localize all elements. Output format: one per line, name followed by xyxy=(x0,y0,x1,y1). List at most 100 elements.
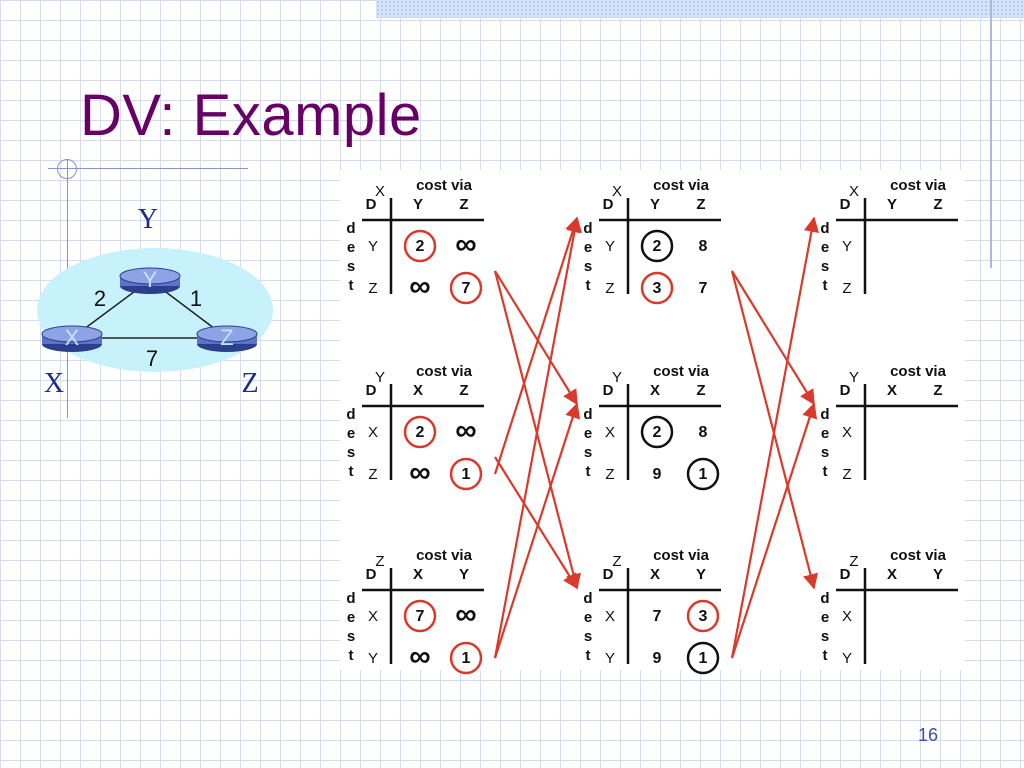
via-column-label: X xyxy=(650,566,660,583)
value-circle xyxy=(449,457,483,491)
slide-title: DV: Example xyxy=(80,83,422,148)
update-arrow xyxy=(493,270,581,590)
table-node-label: Y xyxy=(375,369,385,386)
infinity-value: ∞ xyxy=(455,414,476,447)
right-decorative-rule xyxy=(990,0,992,268)
cost-value: 7 xyxy=(416,608,425,625)
dest-letter: s xyxy=(347,258,355,275)
node-outside-label: Y xyxy=(138,204,158,235)
via-column-label: Y xyxy=(696,566,706,583)
value-circle xyxy=(640,229,674,263)
dest-letter: t xyxy=(823,647,828,664)
table-node-label: Z xyxy=(375,553,384,570)
cost-value: 9 xyxy=(653,650,662,667)
via-column-label: Y xyxy=(459,566,469,583)
via-column-label: Z xyxy=(459,196,468,213)
dest-letter: t xyxy=(586,647,591,664)
value-circle xyxy=(686,599,720,633)
value-circle xyxy=(686,457,720,491)
table-node-label: Z xyxy=(849,553,858,570)
router-icon xyxy=(41,325,103,343)
via-column-label: Z xyxy=(933,382,942,399)
dest-letter: e xyxy=(584,239,592,256)
value-circle xyxy=(686,641,720,675)
table-corner-label: D xyxy=(366,566,377,583)
row-dest-label: X xyxy=(605,608,615,625)
value-circle xyxy=(403,229,437,263)
row-dest-label: Z xyxy=(842,466,851,483)
table-header-cost-via: cost via xyxy=(890,547,947,564)
router-node-x: X xyxy=(41,325,103,352)
update-arrow xyxy=(494,270,578,406)
via-column-label: Z xyxy=(696,382,705,399)
value-circle xyxy=(640,415,674,449)
via-column-label: X xyxy=(887,382,897,399)
row-dest-label: Y xyxy=(842,650,852,667)
update-arrow xyxy=(730,402,818,659)
dest-letter: s xyxy=(347,628,355,645)
router-node-z: Z xyxy=(196,325,258,352)
value-circle xyxy=(403,599,437,633)
table-corner-label: D xyxy=(603,382,614,399)
via-column-label: X xyxy=(887,566,897,583)
update-arrow xyxy=(493,216,581,475)
dest-letter: d xyxy=(346,406,355,423)
link-cost-label: 1 xyxy=(190,286,202,311)
cost-value: 8 xyxy=(699,238,708,255)
table-header-cost-via: cost via xyxy=(416,363,473,380)
table-corner-label: D xyxy=(603,566,614,583)
node-outside-label: Z xyxy=(241,368,258,399)
value-circle xyxy=(449,271,483,305)
dest-letter: s xyxy=(821,628,829,645)
row-dest-label: X xyxy=(842,608,852,625)
table-header-cost-via: cost via xyxy=(416,177,473,194)
cost-value: 2 xyxy=(416,238,425,255)
router-label: Z xyxy=(220,325,233,350)
table-node-label: X xyxy=(612,183,622,200)
dest-letter: e xyxy=(347,239,355,256)
cost-value: 9 xyxy=(653,466,662,483)
table-node-label: X xyxy=(375,183,385,200)
link-cost-label: 7 xyxy=(146,346,158,371)
via-column-label: Y xyxy=(933,566,943,583)
row-dest-label: Y xyxy=(605,238,615,255)
dest-letter: s xyxy=(584,444,592,461)
dest-letter: t xyxy=(823,463,828,480)
dest-letter: e xyxy=(821,425,829,442)
cost-value: 3 xyxy=(653,280,662,297)
via-column-label: X xyxy=(413,382,423,399)
cost-value: 7 xyxy=(699,280,708,297)
dest-letter: s xyxy=(821,444,829,461)
via-column-label: Z xyxy=(696,196,705,213)
row-dest-label: Z xyxy=(368,466,377,483)
via-column-label: Y xyxy=(887,196,897,213)
value-circle xyxy=(640,271,674,305)
dest-letter: t xyxy=(349,463,354,480)
row-dest-label: Z xyxy=(842,280,851,297)
via-column-label: X xyxy=(413,566,423,583)
dest-letter: s xyxy=(584,628,592,645)
table-node-label: X xyxy=(849,183,859,200)
update-arrow xyxy=(493,402,581,659)
table-corner-label: D xyxy=(840,566,851,583)
via-column-label: X xyxy=(650,382,660,399)
dest-letter: d xyxy=(820,590,829,607)
table-header-cost-via: cost via xyxy=(653,177,710,194)
table-corner-label: D xyxy=(603,196,614,213)
table-corner-label: D xyxy=(840,196,851,213)
table-corner-label: D xyxy=(840,382,851,399)
router-label: X xyxy=(65,325,80,350)
dest-letter: s xyxy=(584,258,592,275)
dest-letter: d xyxy=(820,220,829,237)
dest-letter: e xyxy=(821,609,829,626)
dest-letter: e xyxy=(347,425,355,442)
dest-letter: t xyxy=(823,277,828,294)
top-decorative-band xyxy=(376,0,1024,18)
cost-value: 3 xyxy=(699,608,708,625)
row-dest-label: Y xyxy=(605,650,615,667)
